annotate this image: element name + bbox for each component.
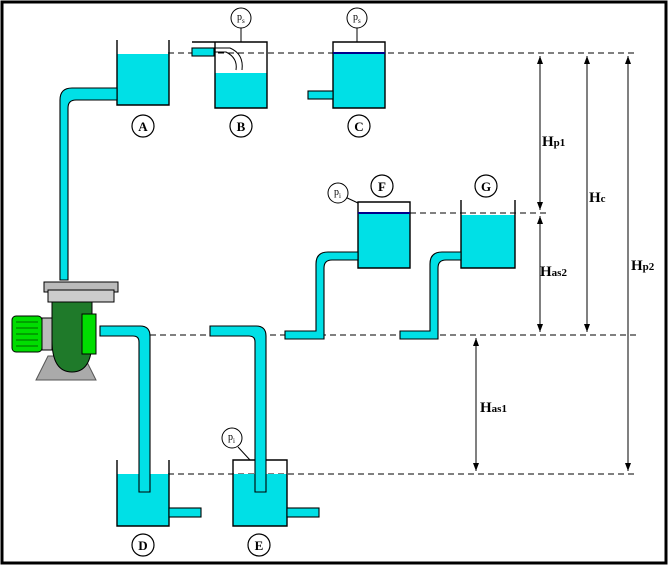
head-dimensions <box>473 56 631 471</box>
tank-d-label: D <box>138 538 147 553</box>
tank-b-label: B <box>237 119 246 134</box>
tank-label-circles <box>131 114 498 557</box>
tank-g <box>399 200 516 340</box>
hc-label: Hc <box>589 190 606 206</box>
tank-a-label: A <box>138 119 148 134</box>
tank-a <box>116 40 170 106</box>
hp2-label: Hp2 <box>631 258 655 274</box>
pump-motor <box>11 281 119 381</box>
suction-pipe-d <box>99 325 151 493</box>
gauge-e-label: pi <box>228 432 235 445</box>
tank-e-label: E <box>255 538 264 553</box>
has1-label: Has1 <box>480 400 507 416</box>
tank-g-label: G <box>481 179 491 194</box>
gauge-f-label: pi <box>334 187 341 200</box>
tank-f-label: F <box>378 179 386 194</box>
tank-b <box>191 7 268 109</box>
tank-d <box>116 460 202 527</box>
tank-c-label: C <box>354 119 363 134</box>
gauge-b-label: ps <box>237 12 245 25</box>
discharge-pipe <box>59 87 118 281</box>
suction-pipe-e <box>209 325 267 493</box>
tank-e <box>221 427 320 527</box>
gauge-c-label: ps <box>353 12 361 25</box>
tank-c <box>307 7 386 109</box>
hp1-label: Hp1 <box>542 134 565 150</box>
has2-label: Has2 <box>540 264 567 280</box>
tank-f <box>284 182 411 340</box>
